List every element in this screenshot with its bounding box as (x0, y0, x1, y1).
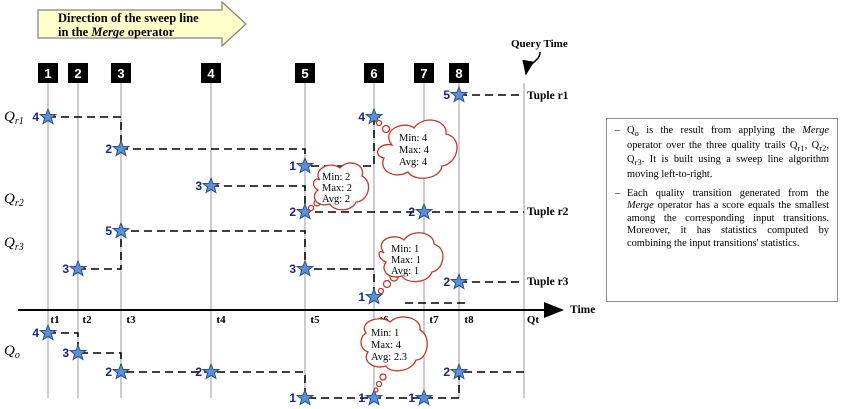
transition-scores: 4 2 1 4 5 3 2 2 3 5 3 1 2 4 3 2 2 1 1 1 … (32, 88, 450, 405)
score-o-2: 3 (62, 346, 69, 360)
sweep-box-5: 5 (301, 66, 308, 81)
sweep-box-3: 3 (117, 66, 124, 81)
bubble-3-line-3: Avg: 1 (391, 266, 419, 277)
score-o-6: 1 (358, 391, 365, 405)
time-axis: Time (18, 302, 595, 318)
tick-t5: t5 (310, 314, 320, 326)
axis-label-time: Time (570, 304, 595, 316)
explanation-box: – Qo is the result from applying the Mer… (606, 118, 838, 302)
star-icon (365, 389, 383, 405)
tuple-label-r2: Tuple r2 (527, 206, 569, 218)
stats-bubble-1 (375, 119, 458, 179)
banner-line-2: in the Merge operator (58, 25, 175, 39)
score-r3-4: 1 (358, 290, 365, 304)
sweep-box-1: 1 (44, 66, 51, 81)
score-r1-3: 1 (289, 159, 296, 173)
tick-t8: t8 (464, 314, 474, 326)
score-r2-2: 2 (289, 205, 296, 219)
score-r3-1: 3 (62, 262, 69, 276)
score-r3-2: 5 (105, 224, 112, 238)
score-r3-3: 3 (289, 262, 296, 276)
score-o-4: 2 (195, 365, 202, 379)
score-r3-5: 2 (443, 275, 450, 289)
tuple-label-r1: Tuple r1 (527, 90, 569, 102)
note-item-2: – Each quality transition generated from… (615, 187, 829, 249)
score-o-1: 4 (32, 326, 39, 340)
sweep-box-4: 4 (207, 66, 215, 81)
query-time-arrow (522, 51, 541, 76)
stats-bubble-4 (360, 316, 428, 393)
merge-operator-diagram: Direction of the sweep line in the Merge… (4, 0, 595, 405)
row-label-qr3: Qr3 (4, 235, 24, 253)
tick-qt: Qt (527, 314, 540, 326)
bubble-2-line-2: Max: 2 (322, 183, 352, 194)
bubble-1-line-1: Min: 4 (399, 133, 428, 144)
score-r1-1: 4 (32, 110, 39, 124)
score-r1-2: 2 (105, 142, 112, 156)
tick-t7: t7 (429, 314, 439, 326)
tick-t3: t3 (126, 314, 136, 326)
row-label-qr2: Qr2 (4, 191, 24, 209)
score-o-8: 2 (443, 365, 450, 379)
stats-bubble-3 (377, 232, 444, 295)
tick-t2: t2 (82, 314, 92, 326)
bubble-1-line-3: Avg: 4 (399, 157, 428, 168)
bubble-1-line-2: Max: 4 (399, 145, 430, 156)
star-icon (296, 389, 314, 405)
bubble-4-line-1: Min: 1 (371, 328, 399, 339)
sweep-line-boxes: 1 2 3 4 5 6 7 8 (38, 63, 469, 83)
sweep-box-7: 7 (420, 66, 427, 81)
score-o-7: 1 (408, 391, 415, 405)
score-r1-4: 4 (358, 110, 365, 124)
score-r2-3: 2 (408, 205, 415, 219)
tick-t4: t4 (216, 314, 226, 326)
step-lines (48, 94, 524, 399)
sweep-lines (47, 83, 525, 398)
sweep-box-6: 6 (370, 66, 377, 81)
bubble-2-line-1: Min: 2 (322, 172, 350, 183)
score-r2-1: 3 (195, 179, 202, 193)
score-r1-5: 5 (443, 88, 450, 102)
score-o-5: 1 (289, 391, 296, 405)
tuple-label-r3: Tuple r3 (527, 276, 569, 288)
note-item-1: – Qo is the result from applying the Mer… (615, 125, 830, 181)
sweep-direction-banner: Direction of the sweep line in the Merge… (37, 0, 247, 48)
star-icon (415, 389, 433, 405)
bubble-3-line-2: Max: 1 (391, 255, 421, 266)
sweep-box-2: 2 (74, 66, 81, 81)
row-label-qr1: Qr1 (4, 109, 24, 127)
bubble-4-line-3: Avg: 2.3 (371, 352, 407, 363)
banner-line-1: Direction of the sweep line (58, 11, 199, 25)
bubble-2-line-3: Avg: 2 (322, 194, 350, 205)
row-label-qo: Qo (4, 343, 20, 361)
query-time-label: Query Time (511, 38, 568, 50)
stats-bubble-2 (307, 162, 370, 212)
bubble-4-line-2: Max: 4 (371, 340, 402, 351)
tick-t1: t1 (50, 314, 59, 326)
bubble-3-line-1: Min: 1 (391, 244, 419, 255)
sweep-box-8: 8 (455, 66, 462, 81)
score-o-3: 2 (105, 365, 112, 379)
